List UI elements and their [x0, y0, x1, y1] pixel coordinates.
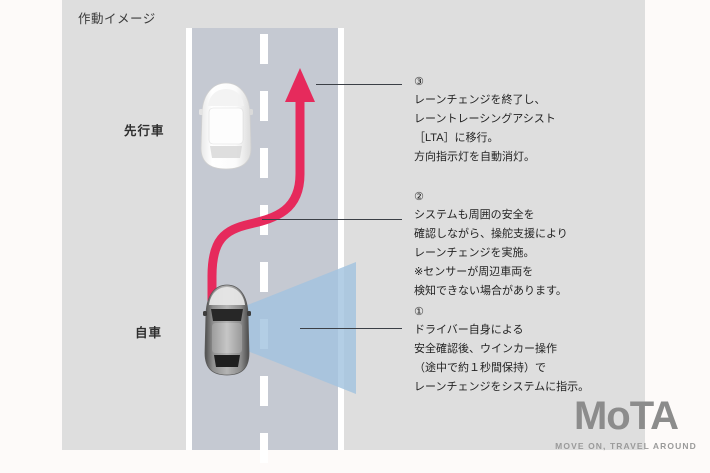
lane-dash — [260, 433, 268, 463]
lane-dash — [260, 205, 268, 235]
annotation-line: レーンチェンジを実施。 — [414, 247, 535, 259]
lead-vehicle-label: 先行車 — [124, 124, 165, 138]
annotation-number-3: ③ — [414, 76, 424, 88]
leader-line-step-3 — [316, 84, 402, 85]
annotation-line: レーンチェンジを終了し、 — [414, 94, 546, 106]
annotation-line: レーンチェンジをシステムに指示。 — [414, 381, 590, 393]
mota-logo-mark: MoTA — [573, 394, 679, 438]
annotation-line: 検知できない場合があります。 — [414, 285, 567, 297]
ego-vehicle-label: 自車 — [135, 326, 163, 340]
annotation-step-2: ② システムも周囲の安全を 確認しながら、操舵支援により レーンチェンジを実施。… — [414, 189, 568, 301]
annotation-line: ［LTA］に移行。 — [414, 132, 499, 144]
annotation-line: レーントレーシングアシスト — [414, 113, 556, 125]
background-bottom-strip — [62, 450, 645, 473]
lane-dash — [260, 319, 268, 349]
leader-line-step-1 — [300, 328, 402, 329]
annotation-number-1: ① — [414, 306, 424, 318]
annotation-line: ドライバー自身による — [414, 324, 524, 336]
annotation-line: （途中で約１秒間保持）で — [414, 362, 546, 374]
background-left-strip — [0, 0, 62, 473]
annotation-line: 安全確認後、ウインカー操作 — [414, 343, 557, 355]
lane-dash — [260, 262, 268, 292]
ego-vehicle-icon — [203, 284, 251, 376]
lead-vehicle-icon — [199, 82, 253, 170]
background-right-strip — [645, 0, 710, 473]
road-edge-line-left — [186, 28, 192, 450]
annotation-line: システムも周囲の安全を — [414, 209, 535, 221]
leader-line-step-2 — [262, 219, 402, 220]
lane-dash — [260, 148, 268, 178]
mota-logo: MoTA MOVE ON, TRAVEL AROUND — [551, 396, 701, 451]
lane-dash — [260, 91, 268, 121]
mota-logo-tagline: MOVE ON, TRAVEL AROUND — [555, 441, 697, 451]
annotation-step-1: ① ドライバー自身による 安全確認後、ウインカー操作 （途中で約１秒間保持）で … — [414, 304, 589, 397]
annotation-line: 確認しながら、操舵支援により — [414, 228, 568, 240]
road-edge-line-right — [338, 28, 344, 450]
annotation-line: ※センサーが周辺車両を — [414, 266, 534, 278]
annotation-line: 方向指示灯を自動消灯。 — [414, 151, 535, 163]
page-title: 作動イメージ — [78, 12, 156, 26]
lane-dash — [260, 376, 268, 406]
lane-dash — [260, 34, 268, 64]
annotation-step-3: ③ レーンチェンジを終了し、 レーントレーシングアシスト ［LTA］に移行。 方… — [414, 74, 556, 167]
annotation-number-2: ② — [414, 191, 424, 203]
